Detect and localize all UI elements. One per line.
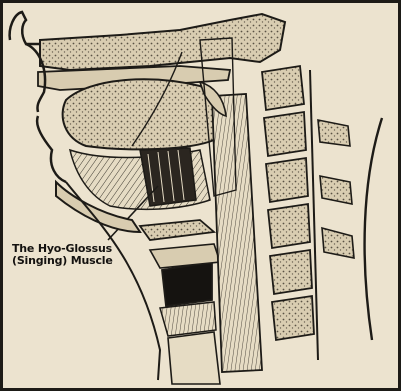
- muscle-label-line-2: (Singing) Muscle: [12, 255, 113, 267]
- muscle-label: The Hyo-Glossus (Singing) Muscle: [12, 243, 113, 267]
